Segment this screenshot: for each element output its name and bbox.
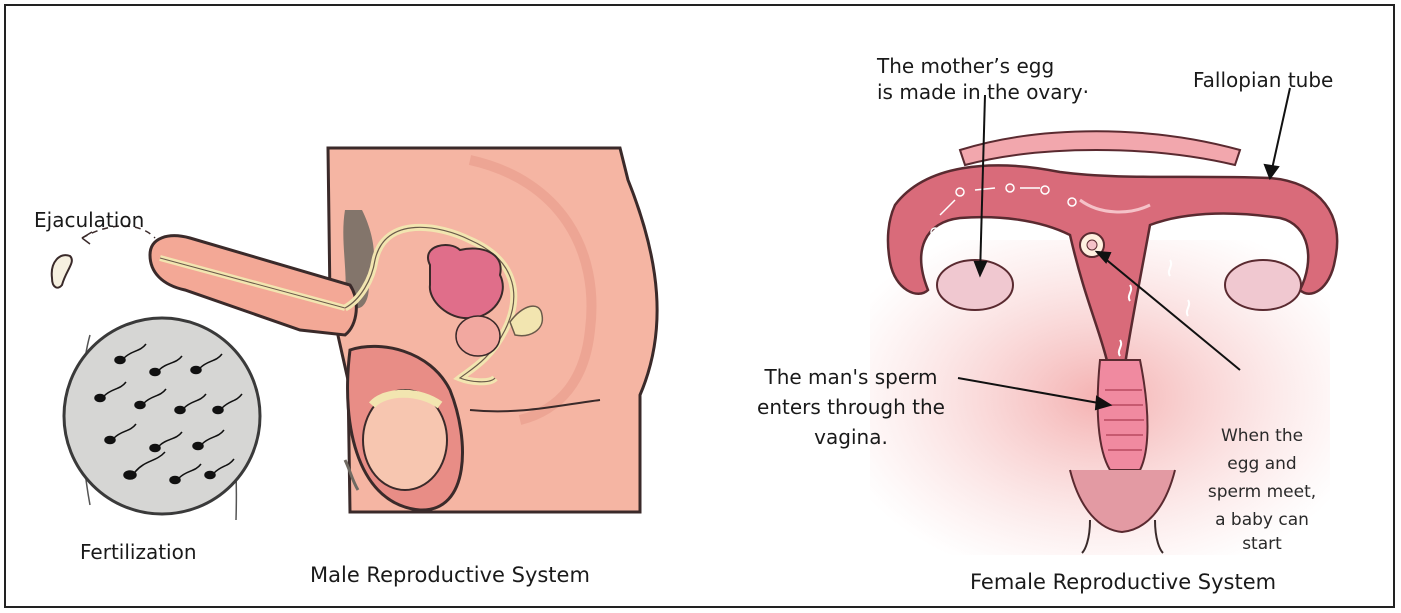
- ejaculation-drop: [52, 255, 72, 288]
- vagina: [1098, 360, 1148, 470]
- right-ovary: [1225, 260, 1301, 310]
- prostate: [456, 316, 500, 356]
- label-sperm-line1: The man's sperm: [726, 365, 976, 389]
- label-meet-line5: start: [1192, 532, 1332, 556]
- caption-male: Male Reproductive System: [310, 563, 590, 587]
- ejaculation-illustration: [52, 226, 155, 288]
- label-egg-line2: is made in the ovary·: [877, 80, 1089, 104]
- fertilization-circle: [64, 318, 260, 514]
- label-meet-line4: a baby can: [1192, 508, 1332, 532]
- bladder: [428, 245, 503, 318]
- caption-female: Female Reproductive System: [970, 570, 1276, 594]
- label-meet-line3: sperm meet,: [1192, 480, 1332, 504]
- label-fallopian-tube: Fallopian tube: [1193, 68, 1333, 92]
- fertilization-illustration: [64, 318, 260, 520]
- label-ejaculation: Ejaculation: [34, 208, 144, 232]
- left-ovary: [937, 260, 1013, 310]
- label-meet-line1: When the: [1192, 424, 1332, 448]
- label-fertilization: Fertilization: [80, 540, 197, 564]
- label-sperm-line2: enters through the: [726, 395, 976, 419]
- label-sperm-line3: vagina.: [726, 425, 976, 449]
- label-egg-line1: The mother’s egg: [877, 54, 1054, 78]
- label-meet-line2: egg and: [1192, 452, 1332, 476]
